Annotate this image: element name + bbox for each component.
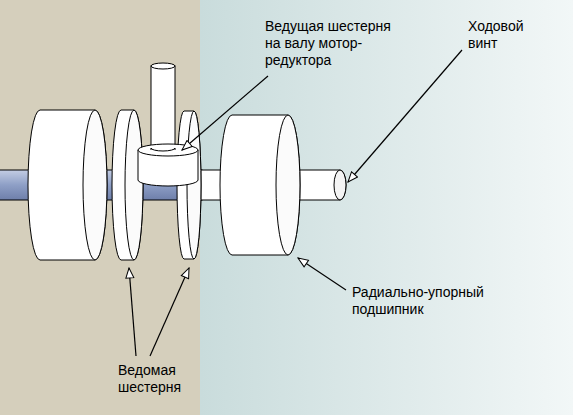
part-label: Ходовой винт [468,18,538,52]
part-label: Радиально-упорный подшипник [352,284,497,318]
part-label: Ведомая шестерня [118,362,198,396]
drive-gear-top [138,144,198,156]
background-right [200,0,573,415]
part-label: Ведущая шестерня на валу мотор-редуктора [265,18,397,69]
leader-line [348,50,462,182]
background-left [0,0,200,415]
thrust-bearing [220,115,300,255]
left-bearing [28,110,107,260]
lead-screw-end [334,170,346,200]
leader-line [298,258,346,290]
driven-gear-face [187,111,201,259]
motor-shaft-base [151,148,175,151]
thrust-bearing-face [276,115,300,255]
leader-line [182,76,268,150]
leader-line [129,268,136,356]
motor-shaft [151,66,175,150]
driven-gear [112,110,143,260]
left-bearing-face [83,110,107,260]
driven-gear-face [125,110,143,260]
motor-shaft-top [151,63,175,69]
leader-line [150,268,189,356]
